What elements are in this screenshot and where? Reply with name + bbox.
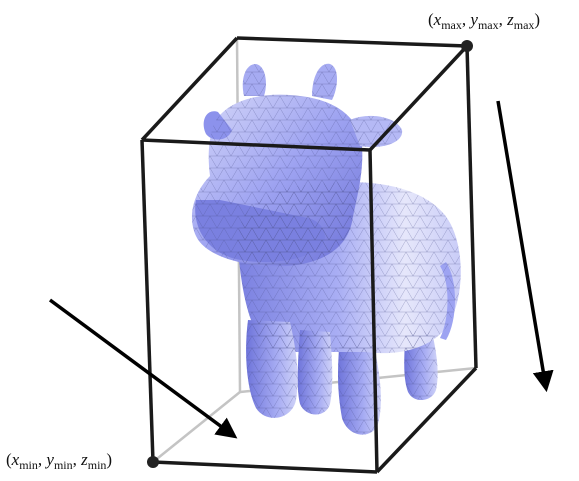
edge-bottom-front: [152, 460, 378, 474]
corner-min-dot: [147, 456, 159, 468]
edge-top-right: [368, 44, 469, 152]
edge-back-right: [465, 45, 478, 369]
mesh-wireframe: [191, 63, 461, 435]
paren-open: (: [428, 10, 434, 29]
paren-close: ): [106, 450, 113, 469]
z-sub: min: [87, 458, 107, 472]
corner-min-label: (xmin, ymin, zmin): [6, 450, 113, 472]
x-sub: min: [19, 458, 38, 472]
sep-1: ,: [37, 450, 47, 469]
corner-max-label: (xmax, ymax, zmax): [428, 10, 541, 32]
edge-bottom-right: [375, 366, 478, 474]
sep-2: ,: [72, 450, 82, 469]
x-sub: max: [441, 18, 462, 32]
y-sub: min: [53, 458, 73, 472]
y-var: y: [46, 450, 54, 469]
visible-edges: [140, 36, 478, 474]
z-var: z: [81, 450, 88, 469]
edge-top-back: [236, 36, 468, 48]
hidden-edge-bottom-side: [152, 391, 241, 463]
z-sub: max: [513, 18, 535, 32]
corner-max-dot: [461, 40, 473, 52]
paren-open: (: [6, 450, 12, 469]
sep-2: ,: [498, 10, 508, 29]
edge-front-right: [368, 149, 379, 473]
z-var: z: [507, 10, 514, 29]
paren-close: ): [534, 10, 541, 29]
edge-top-left: [140, 36, 239, 142]
edge-top-front: [141, 138, 371, 152]
x-var: x: [11, 450, 20, 469]
y-var: y: [470, 10, 478, 29]
arrow-vertical: [496, 100, 554, 393]
x-var: x: [433, 10, 442, 29]
edge-front-left: [140, 139, 155, 463]
arrow-icon: [48, 100, 554, 439]
cow-mesh-icon: [191, 63, 461, 435]
sep-1: ,: [461, 10, 471, 29]
arrow-diagonal: [48, 298, 238, 439]
y-sub: max: [477, 18, 499, 32]
